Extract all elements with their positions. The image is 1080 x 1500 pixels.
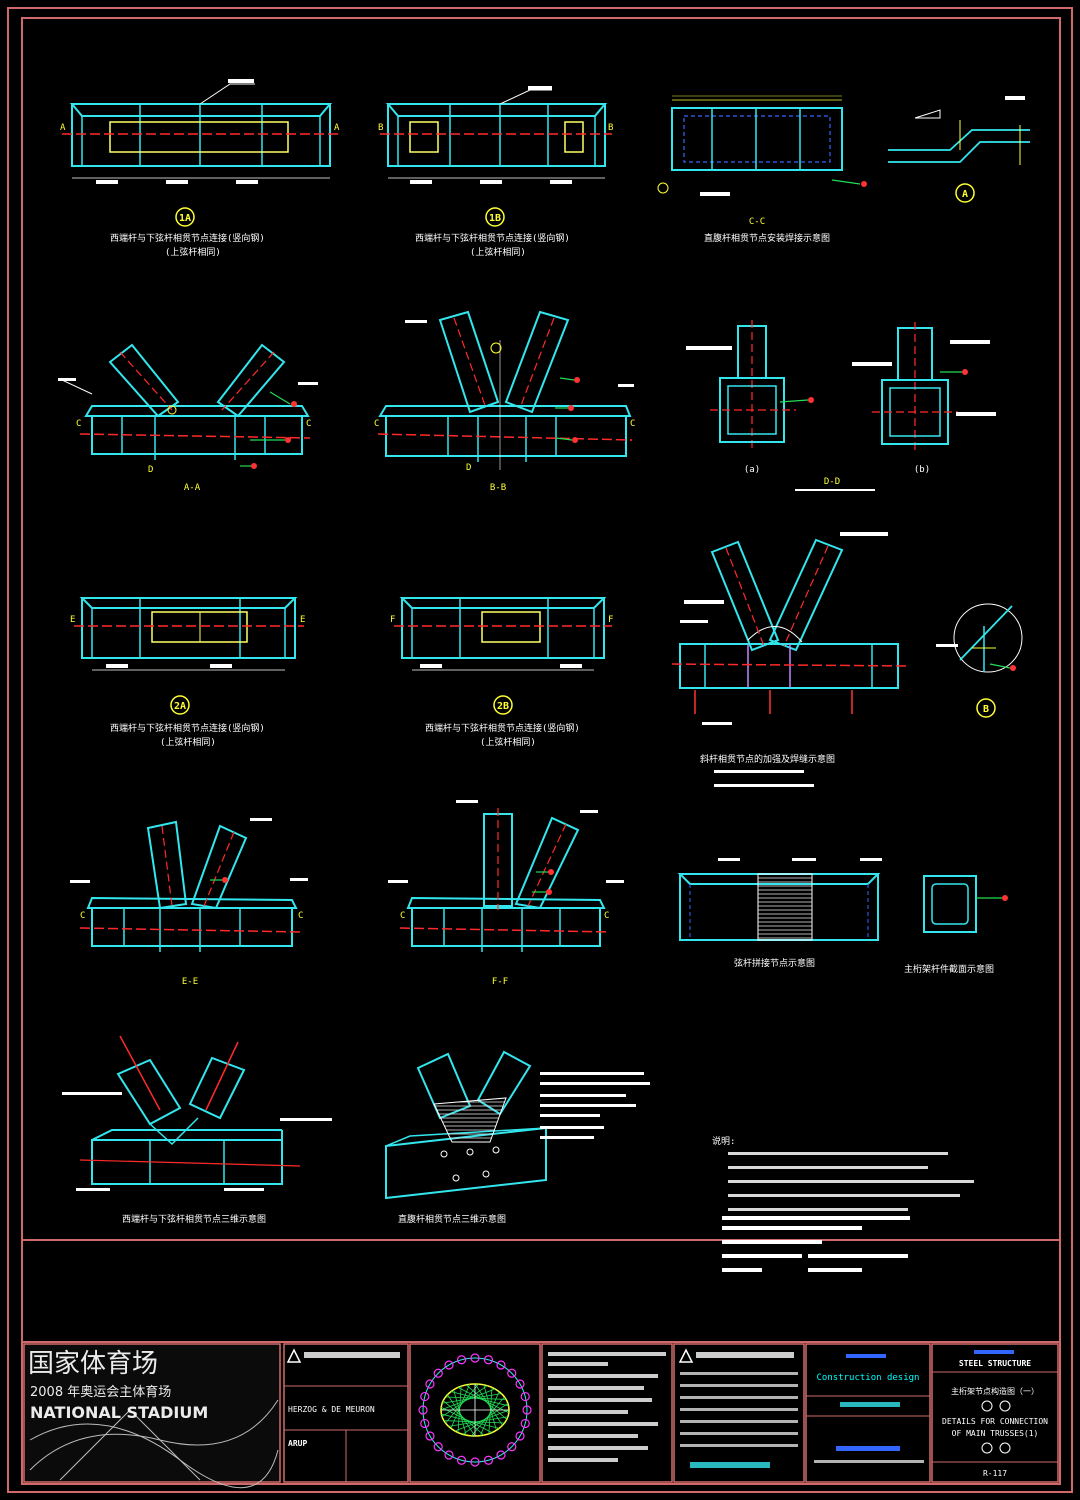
view-E-E-label: E-E bbox=[182, 977, 198, 987]
signature-rows bbox=[680, 1372, 798, 1468]
view-1A-label: 1A bbox=[179, 213, 191, 224]
view-2B: 2B 西端杆与下弦杆相贯节点连接(竖向钢) (上弦杆相同) F F bbox=[390, 597, 613, 748]
view-splice-caption: 弦杆拼接节点示意图 bbox=[734, 957, 815, 969]
view-2B-caption-note: (上弦杆相同) bbox=[480, 736, 536, 748]
engineer-name: ARUP bbox=[288, 1439, 307, 1448]
title-block: 国家体育场 2008 年奥运会主体育场 NATIONAL STADIUM HER… bbox=[23, 1343, 1059, 1489]
company-logo-icon bbox=[286, 1348, 302, 1363]
view-2B-caption: 西端杆与下弦杆相贯节点连接(竖向钢) bbox=[425, 722, 580, 734]
section-mark-e-left: E bbox=[70, 615, 75, 625]
view-A-label: A bbox=[962, 189, 968, 200]
view-1B-caption-note: (上弦杆相同) bbox=[470, 246, 526, 258]
section-mark-c-left-ff: C bbox=[400, 911, 405, 921]
view-B-B: B-B C C D bbox=[374, 310, 635, 493]
section-mark-c-right-ff: C bbox=[604, 911, 609, 921]
drawing-title-cn: 主桁架节点构造图（一） bbox=[951, 1386, 1039, 1396]
design-stage: Construction design bbox=[817, 1373, 920, 1383]
drawing-title-en-2: OF MAIN TRUSSES(1) bbox=[952, 1429, 1039, 1438]
logo-subtitle: 2008 年奥运会主体育场 bbox=[30, 1384, 171, 1400]
section-mark-d-row2: D bbox=[148, 465, 153, 475]
section-mark-a-left: A bbox=[60, 123, 66, 133]
section-mark-c-right-ee: C bbox=[298, 911, 303, 921]
view-B-B-label: B-B bbox=[490, 483, 506, 493]
drawing-number: R-117 bbox=[983, 1469, 1007, 1478]
section-mark-f-left: F bbox=[390, 615, 395, 625]
view-B-detail: B bbox=[936, 603, 1023, 718]
section-mark-c-right-row2: C bbox=[306, 419, 311, 429]
view-3D-2-caption: 直腹杆相贯节点三维示意图 bbox=[398, 1213, 506, 1225]
view-A-A: A-A C C D bbox=[58, 343, 318, 493]
view-3D-1-caption: 西端杆与下弦杆相贯节点三维示意图 bbox=[122, 1213, 266, 1225]
view-2A-caption: 西端杆与下弦杆相贯节点连接(竖向钢) bbox=[110, 722, 265, 734]
stadium-plan-icon bbox=[418, 1353, 532, 1467]
drawing-title-en-1: DETAILS FOR CONNECTION bbox=[942, 1417, 1048, 1426]
view-C-C-label: C-C bbox=[749, 217, 765, 227]
view-D-D-sub-a: (a) bbox=[744, 465, 760, 475]
inner-border bbox=[21, 17, 1061, 1485]
section-mark-e-right: E bbox=[300, 615, 305, 625]
notes-block: 说明: bbox=[712, 1135, 974, 1272]
section-mark-b-right: B bbox=[608, 123, 613, 133]
view-C-C: C-C 直腹杆相贯节点安装焊接示意图 bbox=[657, 95, 867, 244]
view-E-E: E-E C C bbox=[70, 818, 308, 987]
section-mark-b-left: B bbox=[378, 123, 383, 133]
view-1A-caption: 西端杆与下弦杆相贯节点连接(竖向钢) bbox=[110, 232, 265, 244]
section-mark-c-right-bb: C bbox=[630, 419, 635, 429]
view-C-C-caption: 直腹杆相贯节点安装焊接示意图 bbox=[704, 232, 830, 244]
outer-border bbox=[7, 7, 1073, 1493]
institute-logo-icon bbox=[678, 1348, 694, 1363]
view-F-F-label: F-F bbox=[492, 977, 508, 987]
view-1A: 1A 西端杆与下弦杆相贯节点连接(竖向钢) (上弦杆相同) A A bbox=[60, 79, 340, 258]
section-mark-c-left-ee: C bbox=[80, 911, 85, 921]
view-KJ: 斜杆相贯节点的加强及焊缝示意图 bbox=[671, 532, 907, 787]
architect-name: HERZOG & DE MEURON bbox=[288, 1405, 375, 1414]
logo-cn: 国家体育场 bbox=[28, 1349, 158, 1379]
section-mark-a-right: A bbox=[334, 123, 340, 133]
view-1B: 1B 西端杆与下弦杆相贯节点连接(竖向钢) (上弦杆相同) B B bbox=[378, 86, 613, 258]
view-3D-1: 西端杆与下弦杆相贯节点三维示意图 bbox=[62, 1035, 332, 1225]
logo-en: NATIONAL STADIUM bbox=[30, 1403, 208, 1422]
view-2B-label: 2B bbox=[497, 701, 509, 712]
discipline: STEEL STRUCTURE bbox=[959, 1359, 1031, 1368]
view-section-caption: 主桁架杆件截面示意图 bbox=[904, 963, 994, 975]
view-section: 主桁架杆件截面示意图 bbox=[904, 875, 1008, 975]
view-2A-label: 2A bbox=[174, 701, 186, 712]
view-B-label: B bbox=[983, 704, 989, 715]
view-D-D: (a) (b) D-D bbox=[686, 320, 996, 491]
section-mark-c-left-row2: C bbox=[76, 419, 81, 429]
view-A-detail: A bbox=[888, 96, 1030, 203]
view-3D-2: 直腹杆相贯节点三维示意图 bbox=[385, 1050, 650, 1225]
info-table-rows bbox=[548, 1352, 666, 1462]
view-F-F: F-F C C bbox=[388, 800, 624, 987]
view-D-D-sub-b: (b) bbox=[914, 465, 930, 475]
section-mark-f-right: F bbox=[608, 615, 613, 625]
view-1B-label: 1B bbox=[489, 213, 501, 224]
view-A-A-label: A-A bbox=[184, 483, 201, 493]
view-1B-caption: 西端杆与下弦杆相贯节点连接(竖向钢) bbox=[415, 232, 570, 244]
view-2A-caption-note: (上弦杆相同) bbox=[160, 736, 216, 748]
section-mark-c-left-bb: C bbox=[374, 419, 379, 429]
section-mark-d-bb: D bbox=[466, 463, 471, 473]
notes-title: 说明: bbox=[712, 1135, 735, 1147]
view-KJ-caption: 斜杆相贯节点的加强及焊缝示意图 bbox=[700, 753, 835, 765]
view-splice: 弦杆拼接节点示意图 bbox=[677, 858, 882, 969]
view-D-D-label: D-D bbox=[824, 477, 840, 487]
view-2A: 2A 西端杆与下弦杆相贯节点连接(竖向钢) (上弦杆相同) E E bbox=[70, 597, 305, 748]
view-1A-caption-note: (上弦杆相同) bbox=[165, 246, 221, 258]
